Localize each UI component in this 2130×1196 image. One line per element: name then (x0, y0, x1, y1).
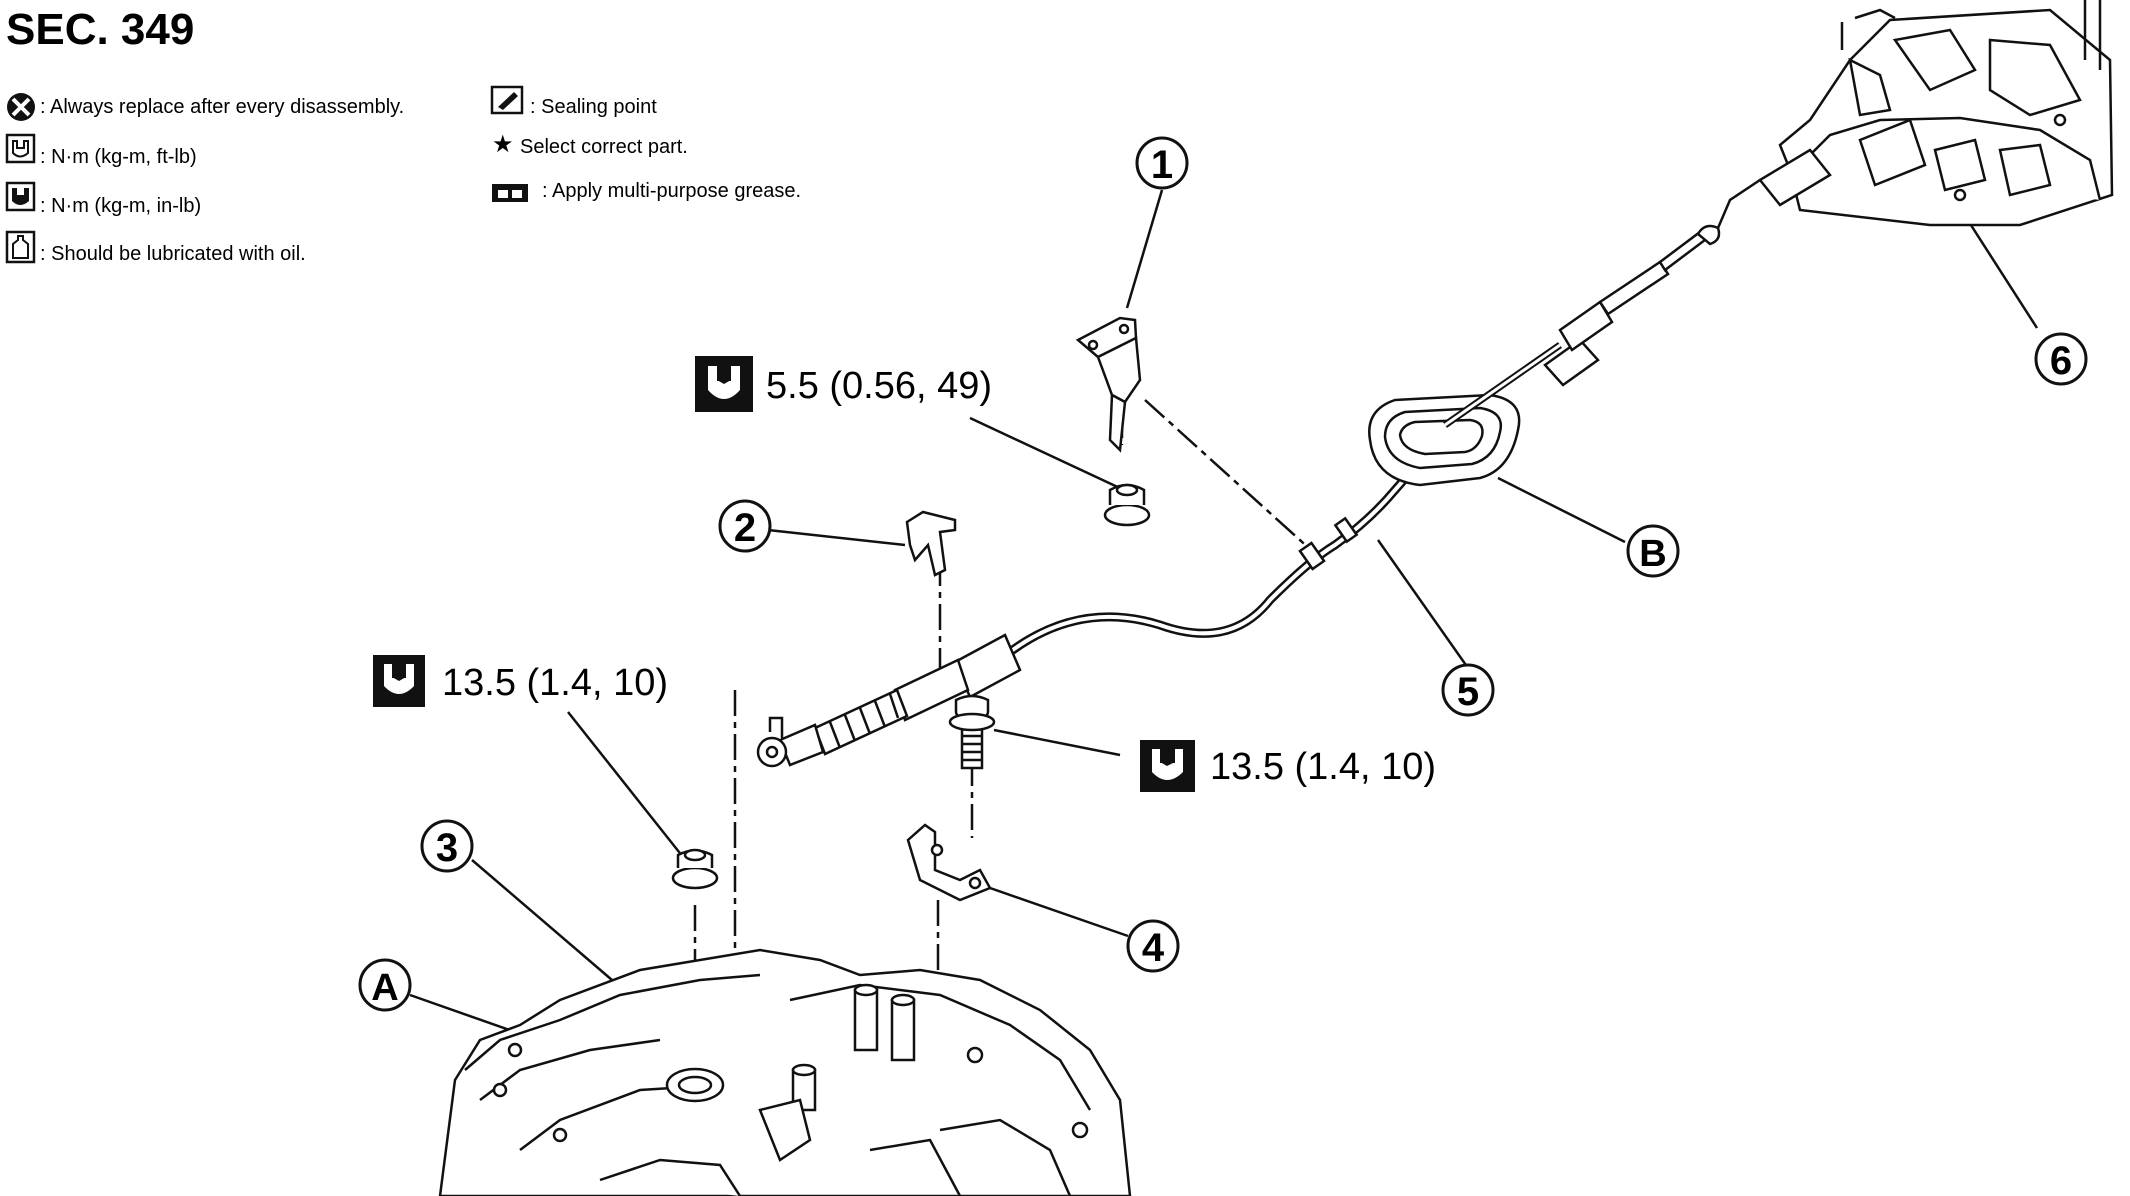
leader-B (1497, 476, 1626, 544)
legend-col1: : Always replace after every disassembly… (5, 93, 404, 265)
flange-nut-2 (671, 848, 719, 890)
oil-can-icon (5, 230, 36, 264)
callout-A: A (358, 958, 412, 1012)
part-6-shifter-assembly (1716, 0, 2114, 229)
legend-oil: : Should be lubricated with oil. (40, 243, 306, 265)
grease-icon (492, 184, 528, 202)
callout-A-label: A (371, 967, 398, 1009)
bolt-3 (948, 694, 996, 770)
torque-value-1: 5.5 (0.56, 49) (766, 365, 992, 407)
part-1-bracket (1075, 316, 1142, 453)
torque-wrench-icon (695, 356, 753, 412)
torque-spec-2: 13.5 (1.4, 10) (373, 655, 668, 707)
always-replace-icon (7, 93, 35, 121)
callout-6: 6 (2034, 332, 2088, 386)
callout-B: B (1626, 524, 1680, 578)
leader-torque-1 (969, 416, 1125, 492)
leader-torque-2 (567, 711, 684, 858)
legend-col2: : Sealing point ★ Select correct part. :… (490, 85, 801, 202)
torque-spec-1: 5.5 (0.56, 49) (695, 356, 992, 412)
legend-torque-inlb: : N·m (kg-m, in-lb) (40, 195, 201, 217)
leader-4 (989, 886, 1129, 938)
torque-value-3: 13.5 (1.4, 10) (1210, 746, 1436, 788)
leader-torque-3 (993, 728, 1121, 757)
part-3-transaxle (438, 948, 1132, 1196)
torque-spec-3: 13.5 (1.4, 10) (1140, 740, 1436, 792)
leader-2 (767, 528, 906, 547)
section-title: SEC. 349 (6, 5, 194, 54)
part-2-lock-clip (905, 510, 957, 577)
legend-grease: : Apply multi-purpose grease. (542, 180, 801, 202)
callout-4-label: 4 (1142, 926, 1165, 970)
star-icon: ★ (492, 131, 514, 158)
boot-grommet (1368, 393, 1521, 487)
torque-wrench-ftlb-icon (5, 133, 36, 164)
leader-1 (1125, 189, 1164, 309)
legend-torque-ftlb: : N·m (kg-m, ft-lb) (40, 146, 197, 168)
callout-4: 4 (1126, 919, 1180, 973)
legend-select-part: Select correct part. (520, 136, 688, 158)
leader-lines (409, 189, 2039, 1092)
torque-wrench-icon (1140, 740, 1195, 792)
leader-6 (1958, 207, 2039, 329)
cable-upper (1443, 224, 1721, 428)
torque-value-2: 13.5 (1.4, 10) (442, 662, 668, 704)
callout-5-label: 5 (1457, 670, 1479, 714)
callout-1: 1 (1135, 136, 1189, 190)
leader-5 (1376, 539, 1470, 669)
torque-wrench-icon (373, 655, 425, 707)
callout-2-label: 2 (734, 506, 756, 550)
legend-sealing: : Sealing point (530, 96, 657, 118)
part-5-cable (756, 437, 1439, 768)
callout-5: 5 (1441, 663, 1495, 717)
callout-6-label: 6 (2050, 339, 2072, 383)
legend-always-replace: : Always replace after every disassembly… (40, 96, 404, 118)
leader-3 (471, 859, 613, 981)
callout-3: 3 (420, 819, 474, 873)
sealing-point-icon (490, 85, 524, 115)
flange-nut-1 (1103, 483, 1151, 527)
torque-wrench-inlb-icon (5, 181, 36, 212)
callout-1-label: 1 (1151, 143, 1173, 187)
callout-3-label: 3 (436, 826, 458, 870)
callout-2: 2 (718, 499, 772, 553)
center-line-bracket (1144, 399, 1323, 561)
part-4-bracket (906, 823, 992, 902)
callout-B-label: B (1639, 533, 1666, 575)
